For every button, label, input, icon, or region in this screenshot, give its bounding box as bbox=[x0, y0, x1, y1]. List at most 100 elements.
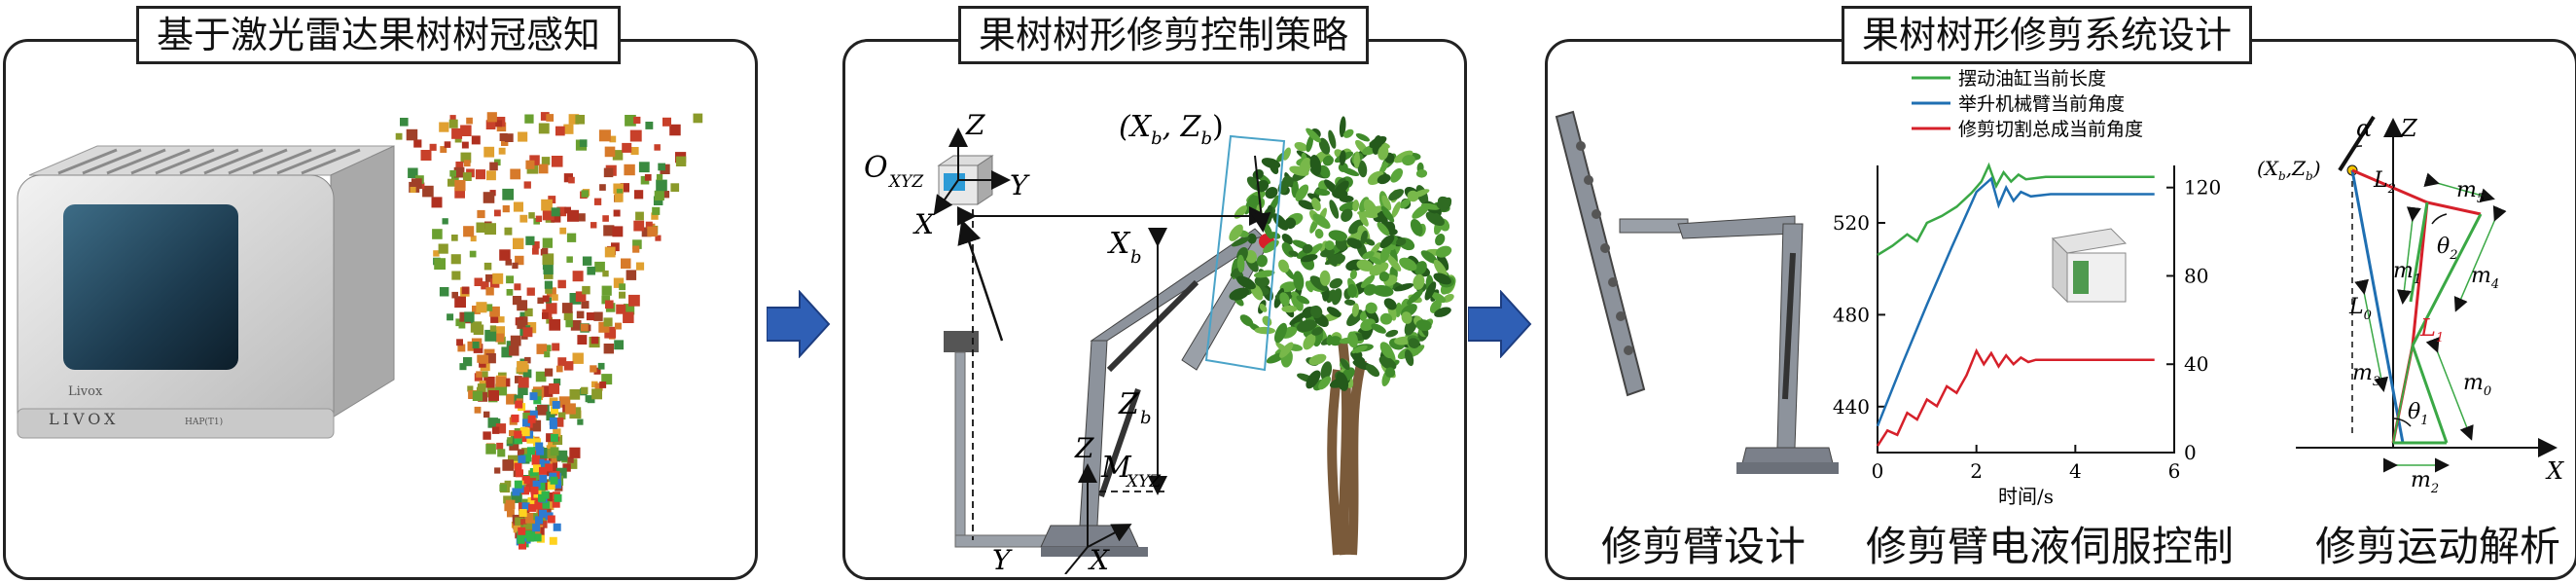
point-cloud-point bbox=[433, 250, 440, 257]
point-cloud-point bbox=[528, 503, 537, 512]
fruit-tree-illustration bbox=[1229, 116, 1456, 556]
point-cloud-point bbox=[444, 141, 451, 148]
tree-leaf bbox=[1385, 329, 1399, 338]
point-cloud-point bbox=[629, 129, 642, 142]
point-cloud-point bbox=[518, 455, 526, 463]
point-cloud-point bbox=[521, 502, 530, 511]
point-cloud-point bbox=[477, 209, 485, 219]
point-cloud-point bbox=[628, 294, 640, 307]
tree-leaf bbox=[1363, 283, 1377, 296]
point-cloud-point bbox=[582, 256, 592, 266]
point-cloud-point bbox=[461, 141, 469, 149]
point-cloud-point bbox=[572, 271, 584, 282]
tree-leaf bbox=[1346, 237, 1362, 249]
point-cloud-point bbox=[552, 401, 560, 409]
x-tick-label: 2 bbox=[1970, 459, 1983, 483]
point-cloud-point bbox=[526, 478, 536, 488]
point-cloud-point bbox=[410, 187, 416, 194]
point-cloud-point bbox=[518, 131, 528, 142]
point-cloud-point bbox=[509, 346, 519, 356]
point-cloud-point bbox=[594, 382, 603, 391]
point-cloud-point bbox=[623, 304, 635, 315]
tree-leaf bbox=[1319, 270, 1331, 286]
point-cloud-point bbox=[527, 497, 536, 505]
point-cloud-point bbox=[495, 333, 505, 343]
point-cloud-point bbox=[450, 254, 461, 265]
point-cloud-point bbox=[514, 283, 521, 291]
kin-l0: L0 bbox=[2348, 295, 2372, 323]
point-cloud-point bbox=[581, 190, 589, 198]
point-cloud-point bbox=[569, 389, 581, 400]
point-cloud-point bbox=[549, 382, 560, 394]
point-cloud-point bbox=[591, 381, 598, 388]
point-cloud-point bbox=[526, 435, 535, 444]
point-cloud-point bbox=[526, 533, 535, 542]
label-o: O bbox=[864, 151, 888, 185]
point-cloud-point bbox=[473, 324, 484, 335]
point-cloud-point bbox=[566, 256, 573, 263]
tree-leaf bbox=[1381, 195, 1392, 211]
point-cloud-point bbox=[558, 396, 571, 408]
point-cloud-point bbox=[633, 220, 645, 232]
point-cloud-point bbox=[504, 227, 513, 236]
point-cloud-point bbox=[626, 270, 637, 280]
tree-leaf bbox=[1407, 190, 1419, 202]
tree-leaf bbox=[1369, 135, 1387, 149]
point-cloud-point bbox=[460, 152, 472, 164]
point-cloud-point bbox=[602, 270, 609, 277]
point-cloud-point bbox=[612, 226, 624, 237]
point-cloud-point bbox=[604, 326, 617, 339]
tree-leaf bbox=[1377, 222, 1390, 236]
point-cloud-point bbox=[531, 456, 540, 465]
point-cloud-point bbox=[532, 241, 540, 249]
point-cloud-point bbox=[479, 360, 486, 368]
point-cloud-point bbox=[451, 235, 458, 241]
point-cloud-point bbox=[494, 467, 501, 474]
point-cloud-point bbox=[602, 215, 609, 222]
point-cloud-point bbox=[556, 450, 568, 461]
point-cloud-point bbox=[645, 221, 653, 229]
tree-leaf bbox=[1383, 298, 1397, 310]
tree-leaf bbox=[1348, 219, 1364, 235]
tree-leaf bbox=[1328, 230, 1347, 241]
point-cloud-point bbox=[624, 164, 635, 176]
tree-leaf bbox=[1284, 217, 1297, 230]
tree-leaf bbox=[1335, 254, 1345, 265]
point-cloud-point bbox=[529, 392, 538, 401]
tree-leaf bbox=[1355, 132, 1370, 142]
tree-leaf bbox=[1408, 338, 1420, 348]
point-cloud-point bbox=[474, 406, 482, 414]
tree-leaf bbox=[1324, 240, 1335, 251]
point-cloud-point bbox=[693, 113, 703, 124]
caption-servo-control: 修剪臂电液伺服控制 bbox=[1866, 523, 2235, 570]
tree-leaf bbox=[1393, 282, 1414, 292]
point-cloud-point bbox=[605, 300, 614, 309]
point-cloud-point bbox=[468, 390, 477, 399]
point-cloud-point bbox=[517, 535, 525, 544]
point-cloud-point bbox=[566, 233, 577, 242]
pruning-strategy-diagram: Z Y X O XYZ X b (Xb, Zb) Z b Z M XYZ Y X bbox=[864, 109, 1456, 574]
tree-leaf bbox=[1318, 164, 1331, 178]
point-cloud-point bbox=[511, 491, 522, 503]
point-cloud-point bbox=[567, 456, 574, 463]
left-tick-label: 440 bbox=[1833, 395, 1870, 418]
device-model-label: HAP(T1) bbox=[185, 417, 223, 427]
tree-leaf bbox=[1326, 307, 1342, 317]
point-cloud-point bbox=[544, 368, 554, 377]
legend-label: 举升机械臂当前角度 bbox=[1958, 93, 2125, 115]
tree-leaf bbox=[1433, 273, 1451, 285]
point-cloud-point bbox=[491, 426, 500, 434]
point-cloud-point bbox=[564, 403, 576, 415]
point-cloud-point bbox=[546, 411, 555, 421]
point-cloud-point bbox=[647, 226, 658, 237]
point-cloud-point bbox=[513, 525, 521, 533]
tree-leaf bbox=[1407, 289, 1423, 306]
kinematics-diagram: α Z X (Xb,Zb) L2 m5 θ2 m1 m4 L0 L1 m3 m0… bbox=[2257, 115, 2564, 496]
point-cloud-point bbox=[603, 344, 614, 354]
point-cloud-point bbox=[619, 291, 626, 299]
kin-l1: L1 bbox=[2419, 314, 2444, 346]
panel-title-lidar: 基于激光雷达果树树冠感知 bbox=[136, 6, 622, 64]
tree-leaf bbox=[1328, 129, 1337, 149]
tree-leaf bbox=[1247, 233, 1257, 244]
